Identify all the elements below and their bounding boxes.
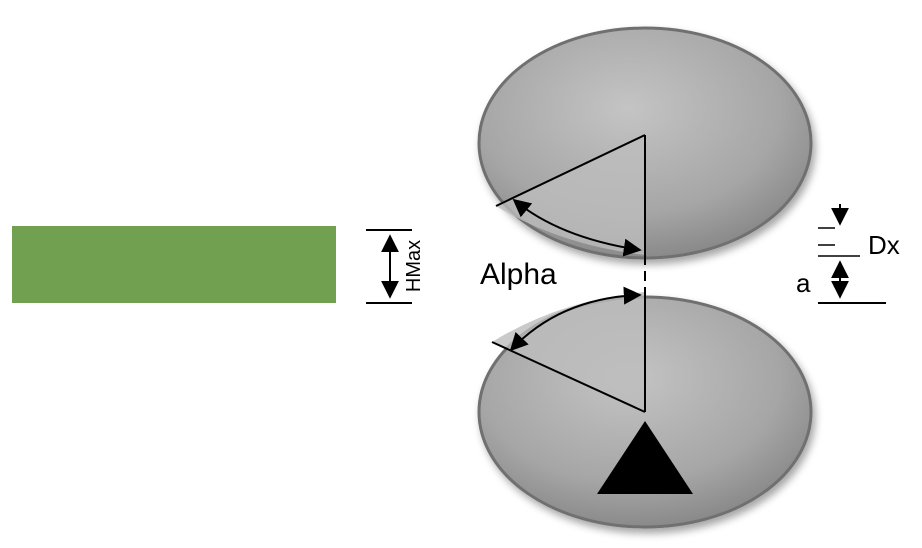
hmax-label: HMax: [403, 240, 425, 292]
hmax-dimension: HMax: [366, 229, 425, 304]
dx-a-dimension: Dx a: [796, 204, 900, 304]
dx-label: Dx: [868, 230, 900, 260]
triangle-support-icon: [597, 421, 693, 494]
lower-angle-arc: [509, 286, 642, 352]
alpha-label: Alpha: [480, 258, 557, 291]
upper-roll: [477, 26, 813, 260]
a-label: a: [796, 268, 811, 298]
lower-roll: [477, 286, 813, 529]
upper-angle-arc: [512, 198, 642, 257]
strip-rectangle: [12, 226, 336, 303]
